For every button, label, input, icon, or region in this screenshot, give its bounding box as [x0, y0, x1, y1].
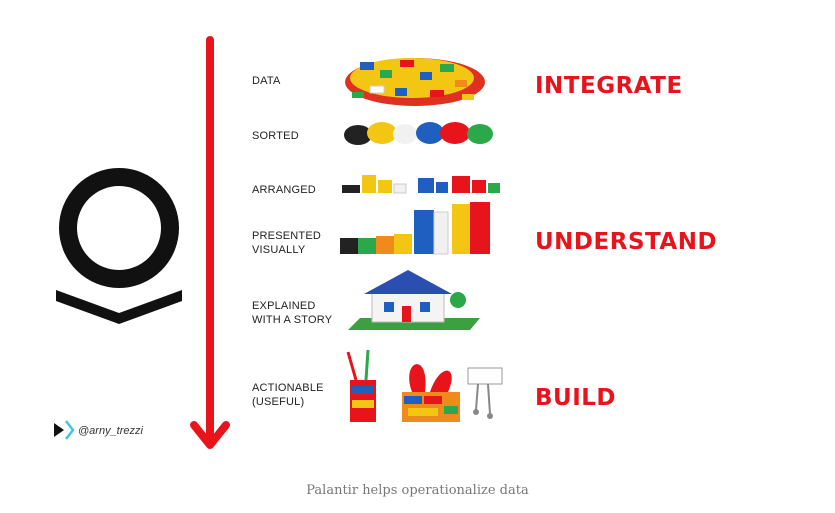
verb-integrate: INTEGRATE: [535, 73, 683, 99]
author-handle: @arny_trezzi: [78, 425, 143, 437]
stage-label-data: DATA: [252, 75, 281, 87]
stage-label-arranged: ARRANGED: [252, 184, 316, 196]
stage-label-actionable: ACTIONABLE (USEFUL): [252, 382, 324, 408]
lego-useful-objects: [346, 349, 503, 422]
lego-bar-chart: [340, 202, 490, 255]
figure-caption: Palantir helps operationalize data: [306, 483, 529, 498]
lego-house: [348, 270, 480, 330]
verb-build: BUILD: [535, 385, 617, 411]
lego-pile: [345, 58, 485, 106]
lego-sorted: [344, 122, 493, 145]
stage-label-sorted: SORTED: [252, 130, 299, 142]
stage-label-presented: PRESENTED VISUALLY: [252, 230, 322, 256]
verb-understand: UNDERSTAND: [535, 229, 718, 255]
stage-label-explained: EXPLAINED WITH A STORY: [252, 300, 333, 326]
lego-arranged: [342, 175, 500, 194]
